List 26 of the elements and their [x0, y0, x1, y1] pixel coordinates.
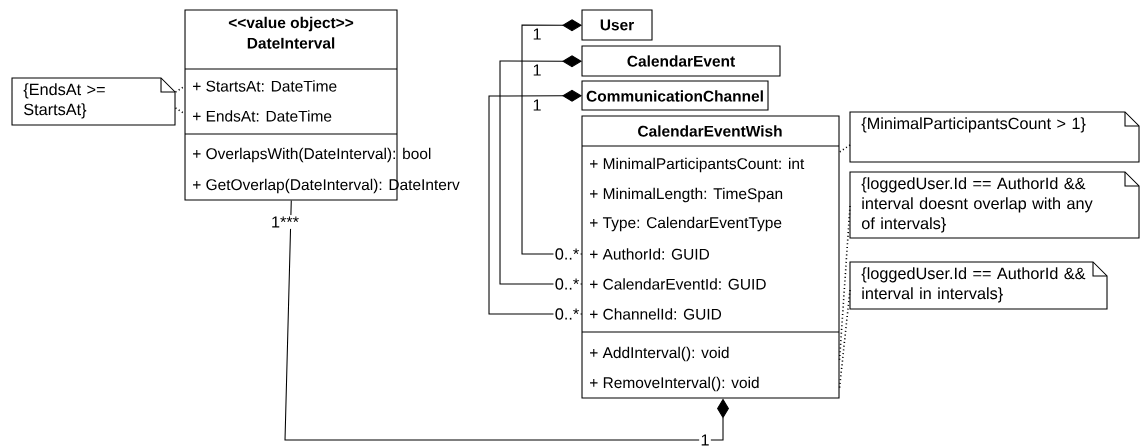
class-box: CommunicationChannel — [581, 80, 769, 111]
class-box: User — [581, 9, 653, 41]
multiplicity-label: 0..* — [555, 278, 579, 290]
note-box: {EndsAt >= StartsAt} — [11, 77, 176, 126]
multiplicity-label: 0..* — [555, 248, 579, 260]
class-box: CalendarEvent — [581, 45, 781, 77]
note-box: {loggedUser.Id == AuthorId && interval in intervals} — [849, 261, 1108, 310]
association-line — [284, 200, 729, 441]
note-connector — [174, 85, 186, 93]
multiplicity-label: 0..* — [555, 308, 579, 320]
class-box: CalendarEventWish + MinimalParticipantsCount: int + MinimalLength: TimeSpan + Type: CalendarEventType + AuthorId: GUID + CalendarEventId: GUID + ChannelId: GUID + AddInterval(): void + RemoveInterval(): void — [581, 115, 840, 399]
multiplicity-label: 1*** — [272, 216, 299, 228]
multiplicity-label: 1 — [701, 434, 709, 446]
note-connector — [838, 144, 851, 153]
multiplicity-label: 1 — [533, 99, 541, 111]
note-box: {MinimalParticipantsCount > 1} — [849, 111, 1140, 163]
multiplicity-label: 1 — [533, 28, 541, 40]
association-line — [521, 19, 583, 255]
association-line — [499, 55, 583, 285]
note-connector — [838, 205, 851, 361]
association-line — [488, 89, 583, 315]
note-box: {loggedUser.Id == AuthorId && interval doesnt overlap with any of intervals} — [849, 171, 1140, 239]
note-connector — [838, 289, 851, 389]
multiplicity-label: 1 — [533, 64, 541, 76]
note-connector — [174, 107, 186, 115]
class-box: <<value object>> DateInterval + StartsAt: DateTime + EndsAt: DateTime + OverlapsWith(DateInterval): bool + GetOverlap(DateInterval): DateInterv — [184, 9, 460, 201]
